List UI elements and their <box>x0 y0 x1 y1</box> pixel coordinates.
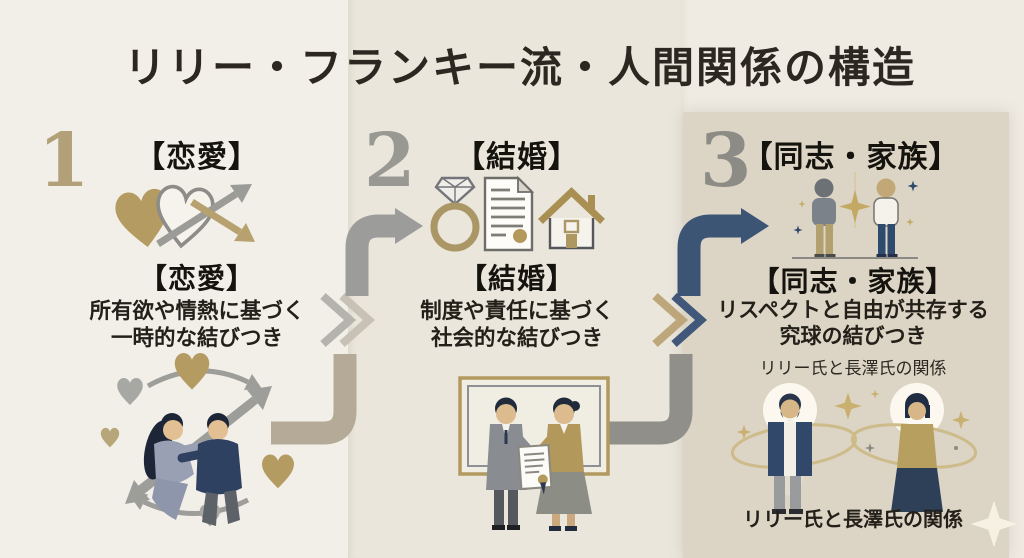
marriage-certificate <box>517 443 553 495</box>
two-standing-figures-sparkles-icon <box>792 172 919 259</box>
step-1-number: 1 <box>38 118 90 204</box>
step-2-number: 2 <box>364 118 416 204</box>
page-title: リリー・フランキー流・人間関係の構造 <box>123 46 916 92</box>
connector-step2-step3 <box>607 208 769 445</box>
chevron-1 <box>320 293 357 347</box>
ring-icon <box>430 176 480 252</box>
infinity-couple-illustration <box>730 383 978 514</box>
step-3-header: 【同志・家族】 <box>742 141 960 174</box>
lily-figure <box>768 393 812 514</box>
certificate-couple-illustration <box>458 376 610 531</box>
highlight-panel-step3 <box>683 112 1009 558</box>
gold-heart <box>115 188 169 248</box>
step-1-header: 【恋愛】 <box>135 141 259 174</box>
tan-pipe <box>271 354 357 445</box>
chevron-2 <box>339 293 376 347</box>
cream-sparkle-icon <box>970 500 1018 548</box>
step-3-description: リスペクトと自由が共存する 究球の結びつき <box>688 298 1018 351</box>
navy-arrow <box>677 208 769 296</box>
gray-pipe <box>607 354 693 445</box>
step-3-caption: リリー氏と長澤氏の関係 <box>743 509 963 531</box>
chevron-gold <box>652 293 689 347</box>
step-2-header: 【結婚】 <box>455 141 579 174</box>
step-2-subtitle: 【結婚】 <box>458 263 575 294</box>
gold-sparkle <box>839 190 871 223</box>
connector-step1-step2 <box>271 208 423 445</box>
left-figure <box>812 178 836 258</box>
step-3-note: リリー氏と長澤氏の関係 <box>759 359 947 378</box>
step-1-subtitle: 【恋愛】 <box>138 263 255 294</box>
embracing-couple-illustration <box>100 353 294 527</box>
woman-figure <box>143 413 217 520</box>
step-3-desc-line1: リスペクトと自由が共存する <box>717 299 989 322</box>
right-figure <box>873 178 899 258</box>
step-3-subtitle: 【同志・家族】 <box>751 266 955 297</box>
tan-arrow <box>190 199 255 242</box>
step-2-desc-line1: 制度や責任に基づく <box>420 299 614 323</box>
step-2-desc-line2: 社会的な結びつき <box>430 326 603 351</box>
accent-sparkles <box>793 180 919 235</box>
man-figure <box>177 413 242 526</box>
certificate-icon <box>483 175 535 252</box>
step-3-desc-line2: 究球の結びつき <box>779 325 927 349</box>
nagasawa-figure <box>891 393 943 512</box>
step-3-number: 3 <box>700 118 752 204</box>
chevron-navy <box>671 293 708 347</box>
step-2-description: 制度や責任に基づく 社会的な結びつき <box>352 298 682 352</box>
infinity-loop <box>730 423 978 469</box>
hearts-and-arrows-icon <box>115 184 255 249</box>
step-1-description: 所有欲や情熱に基づく 一時的な結びつき <box>32 298 362 352</box>
step-1-desc-line2: 一時的な結びつき <box>110 326 283 351</box>
step-1-desc-line1: 所有欲や情熱に基づく <box>89 299 305 323</box>
house-icon <box>538 187 605 250</box>
gray-arrow <box>156 184 252 247</box>
gray-arrow <box>345 208 423 296</box>
sparkles <box>736 389 970 453</box>
ring-certificate-house-icons <box>430 175 605 252</box>
